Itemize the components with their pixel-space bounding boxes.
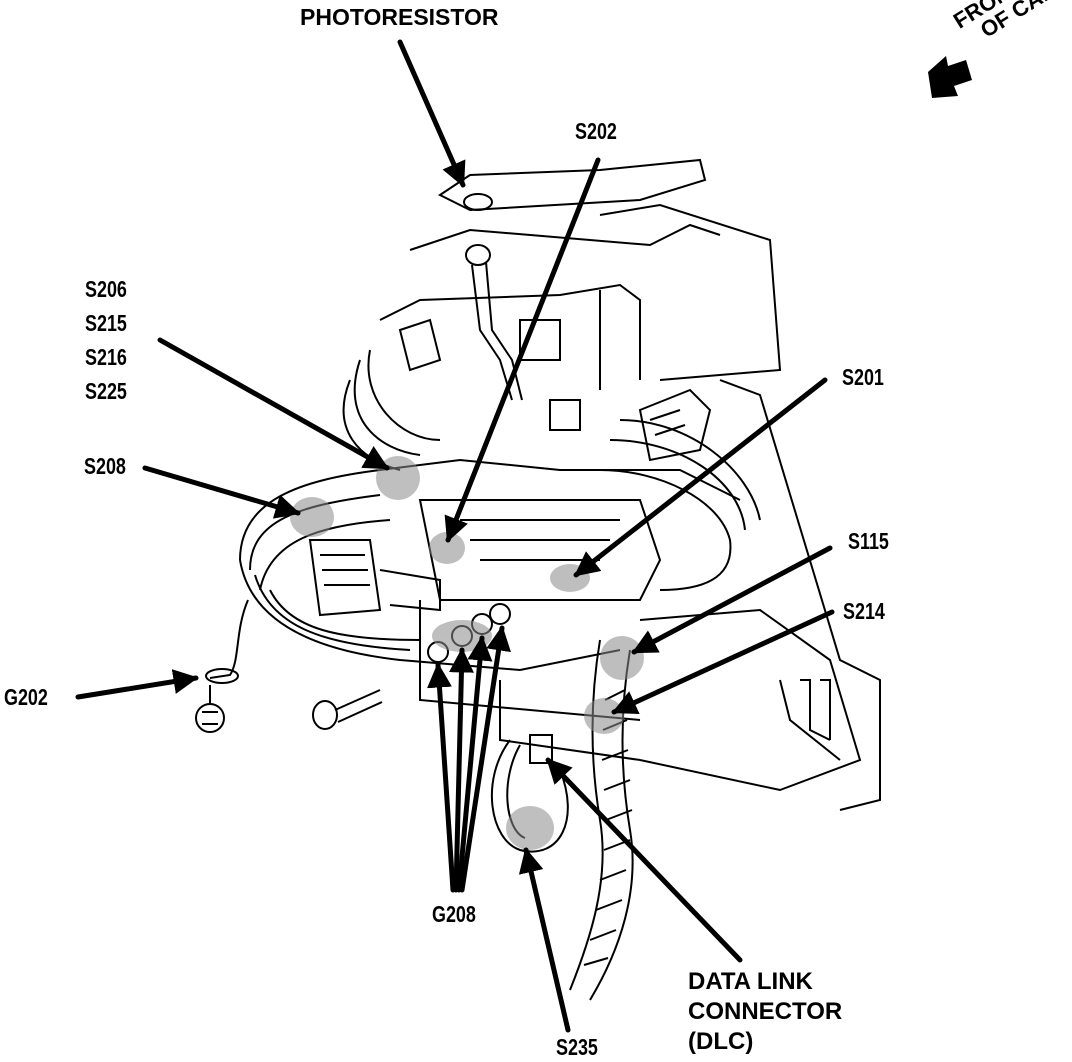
label-g202: G202 — [4, 684, 48, 710]
label-s225: S225 — [85, 378, 127, 404]
label-s202: S202 — [575, 118, 617, 144]
label-s235: S235 — [556, 1034, 598, 1060]
label-s206-group: S206 S215 S216 S225 — [85, 278, 127, 414]
label-s201: S201 — [842, 364, 884, 390]
label-s214: S214 — [843, 598, 885, 624]
harness-body — [239, 318, 761, 761]
label-dlc-line3: (DLC) — [688, 1028, 754, 1055]
front-of-car-arrow — [928, 56, 972, 98]
label-dlc-line1: DATA LINK — [688, 968, 813, 995]
label-dlc-line2: CONNECTOR — [688, 998, 843, 1025]
label-s206: S206 — [85, 276, 127, 302]
label-s208: S208 — [84, 453, 126, 479]
label-g208: G208 — [432, 901, 476, 927]
photoresistor-part — [463, 193, 523, 401]
label-photoresistor: PHOTORESISTOR — [300, 4, 499, 30]
dashboard-panel — [379, 158, 881, 811]
label-s115: S115 — [848, 528, 889, 554]
label-dlc: DATA LINK CONNECTOR (DLC) — [688, 970, 842, 1060]
bolt-part — [312, 689, 383, 730]
label-s215: S215 — [85, 310, 127, 336]
label-s216: S216 — [85, 344, 127, 370]
leader-lines — [75, 39, 835, 1033]
g202-ground-part — [195, 599, 249, 733]
